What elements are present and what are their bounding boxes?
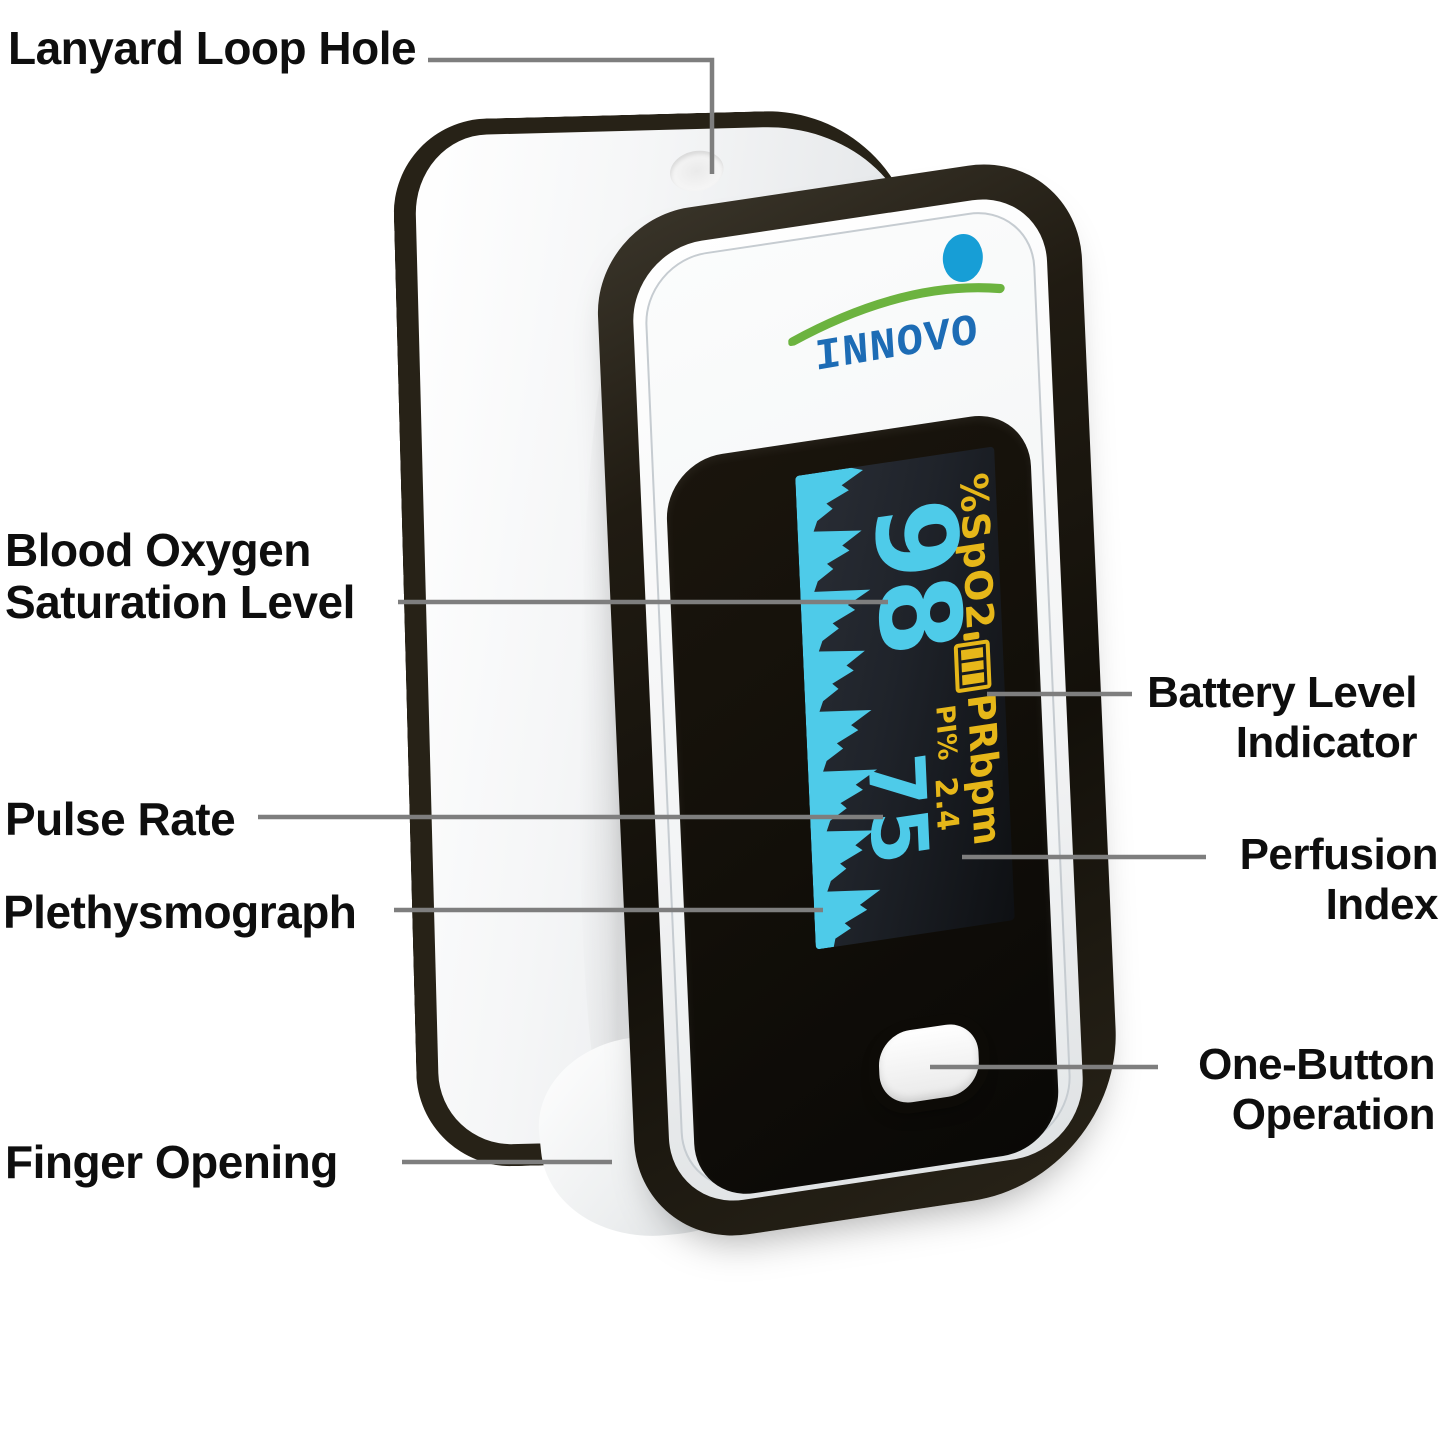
lanyard-loop-hole	[666, 146, 728, 197]
battery-nub	[963, 631, 980, 641]
pulse-rate-value: 75	[849, 748, 944, 871]
battery-icon	[952, 630, 992, 694]
label-lanyard-loop-hole: Lanyard Loop Hole	[8, 22, 417, 74]
label-pulse-rate: Pulse Rate	[5, 793, 236, 845]
device-front-face: INNOVO %SpO2 98 PRbpm	[593, 149, 1123, 1251]
label-battery-level-indicator: Battery Level Indicator	[1147, 668, 1417, 767]
label-finger-opening: Finger Opening	[5, 1136, 338, 1188]
display-bezel: %SpO2 98 PRbpm PI% 2.4 75	[664, 408, 1061, 1202]
power-button[interactable]	[877, 1020, 981, 1107]
plethysmograph-waveform	[795, 467, 881, 950]
front-face-panel: INNOVO	[642, 203, 1074, 1197]
label-perfusion-index: Perfusion Index	[1239, 830, 1439, 929]
label-one-button-operation: One-Button Operation	[1198, 1040, 1435, 1139]
label-plethysmograph: Plethysmograph	[3, 886, 357, 938]
display-screen: %SpO2 98 PRbpm PI% 2.4 75	[795, 446, 1015, 950]
logo-arc-icon	[787, 283, 1005, 347]
battery-case	[953, 639, 992, 694]
pulse-rate-label: PRbpm	[958, 690, 1010, 848]
display-content: %SpO2 98 PRbpm PI% 2.4 75	[795, 446, 1015, 950]
label-blood-oxygen-saturation: Blood Oxygen Saturation Level	[5, 524, 355, 628]
